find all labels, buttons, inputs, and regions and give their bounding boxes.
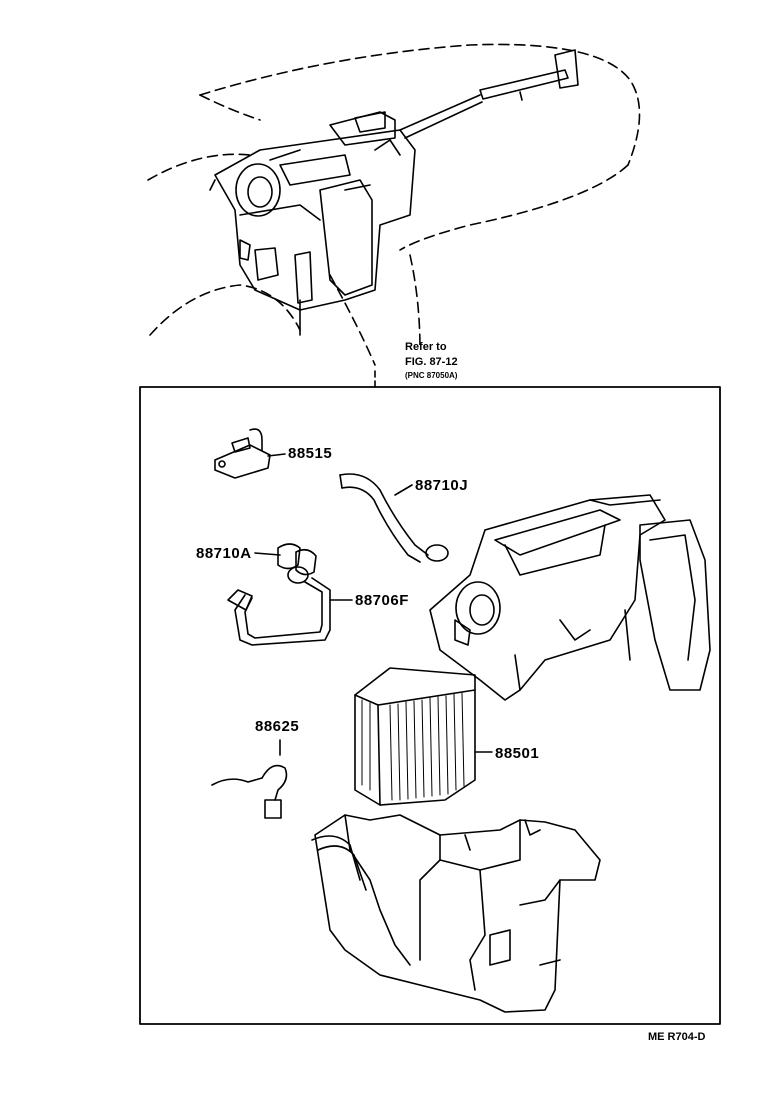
part-label-88706F: 88706F [355,592,409,609]
dashboard-outline [147,43,641,366]
diagram-code: ME R704-D [648,1031,706,1043]
part-88710J-shape [339,473,449,563]
reference-line-3: (PNC 87050A) [405,371,458,380]
part-88706F-shape [227,566,353,646]
part-88625-shape [211,739,288,819]
reference-line-1: Refer to [405,341,447,353]
part-label-88501: 88501 [495,745,540,762]
reference-line-2: FIG. 87-12 [405,356,458,368]
part-88501-shape [354,667,493,806]
part-label-88710J: 88710J [415,477,469,494]
upper-case-shape [429,494,711,701]
exploded-view-frame [139,386,721,1025]
part-label-88625: 88625 [255,718,300,735]
part-88515-shape [214,428,286,479]
top-heater-assembly [209,111,416,336]
reference-note: Refer to FIG. 87-12 (PNC 87050A) [405,341,458,383]
part-label-88710A: 88710A [196,545,252,562]
part-88710A-shape [254,543,317,576]
part-label-88515: 88515 [288,445,333,462]
steering-support-bar [399,49,579,139]
lower-case-shape [311,814,601,1013]
